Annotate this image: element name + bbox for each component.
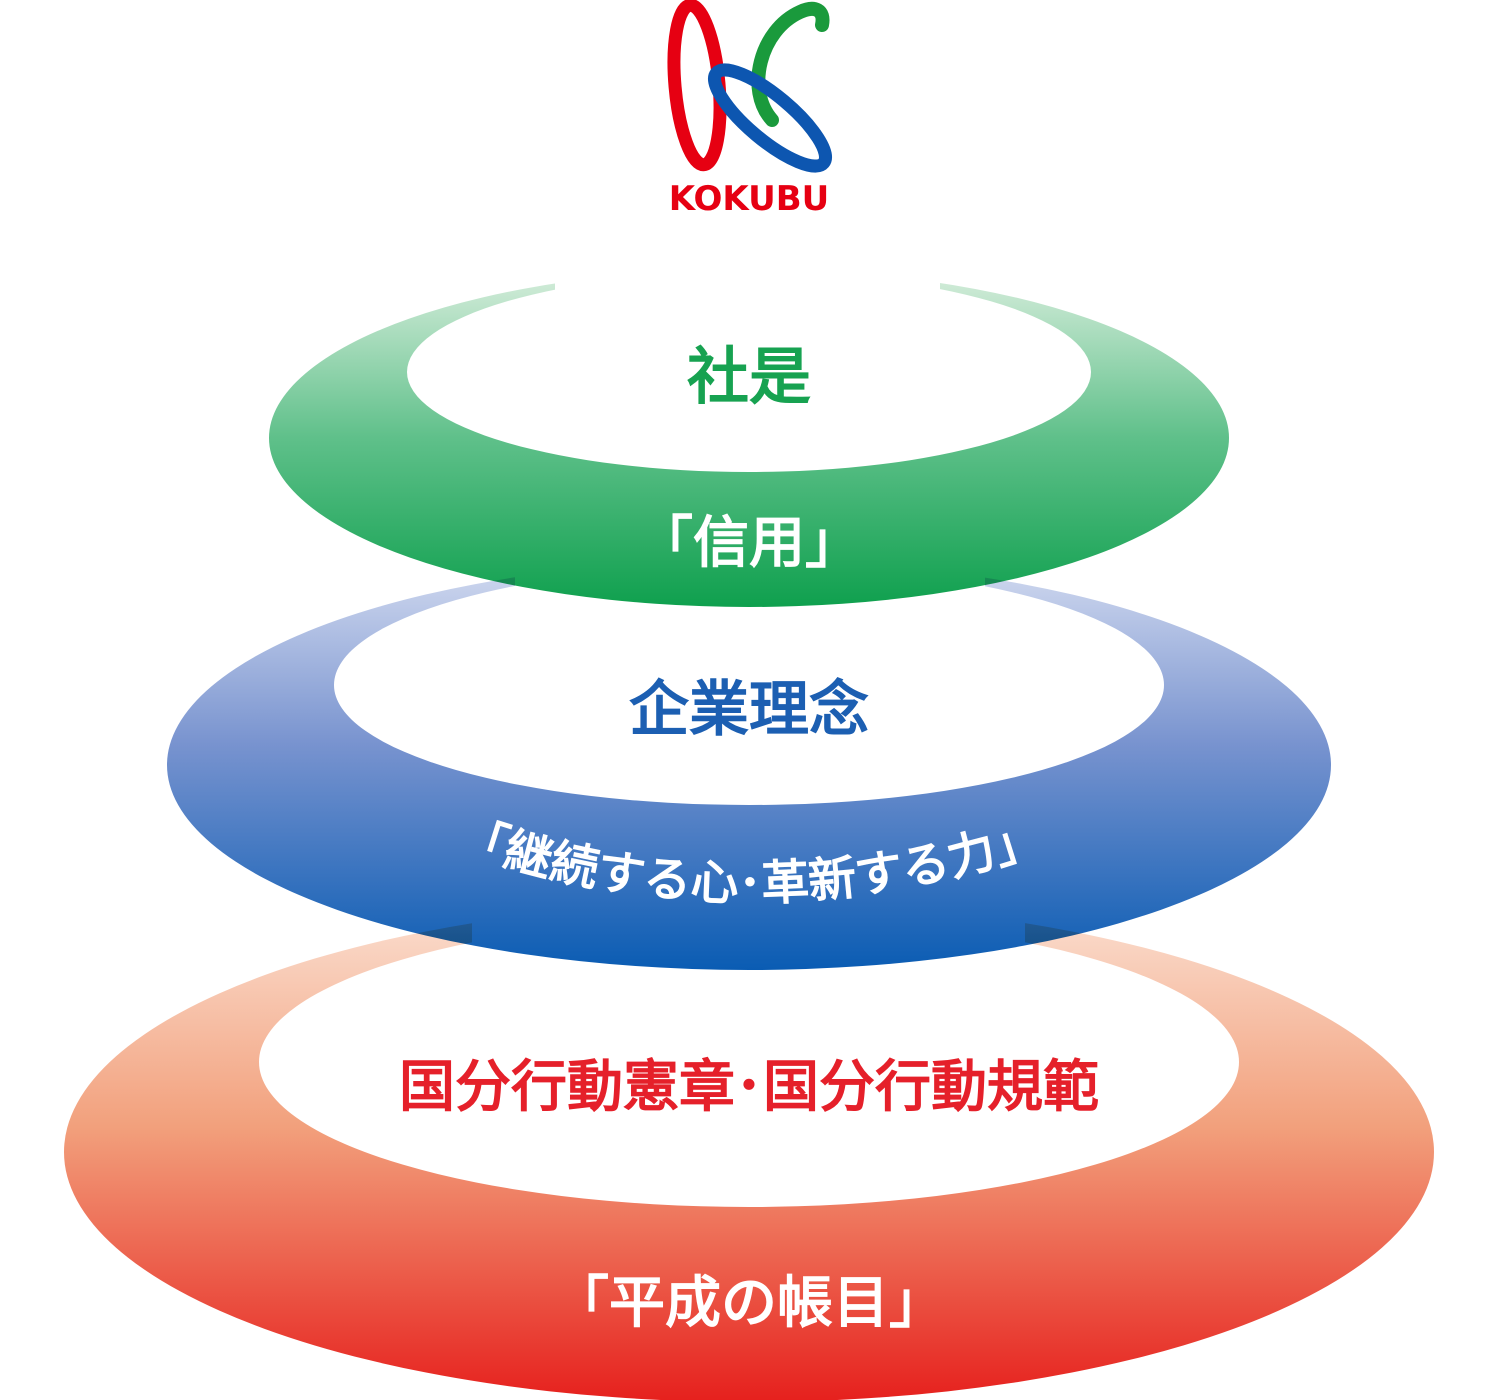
green-ring [269,269,1229,607]
tier2-heading: 企業理念 [629,675,869,745]
tier1-heading: 社是 [687,340,811,413]
logo-wordmark: KOKUBU [669,179,830,219]
tier3-heading: 国分行動憲章･国分行動規範 [399,1055,1099,1120]
blue-ring [167,560,1331,970]
kokubu-logo: KOKUBU [667,0,832,219]
tier3-value: 「平成の帳目」 [553,1271,945,1336]
tier1-value: 「信用」 [637,511,861,576]
red-ring [64,902,1434,1400]
